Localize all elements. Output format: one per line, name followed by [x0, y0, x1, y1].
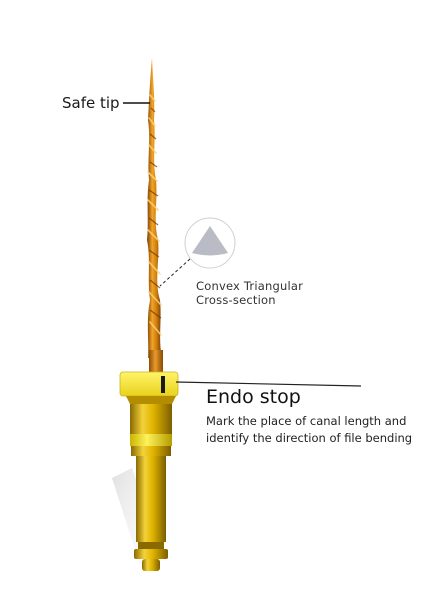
handle-body-lower: [131, 446, 171, 456]
endo-stop-marker: [161, 376, 165, 393]
blade-dark-grooves: [148, 107, 162, 319]
handle-body-upper: [130, 404, 172, 434]
file-shank: [149, 350, 163, 376]
cross-section-label-line2: Cross-section: [196, 293, 276, 307]
handle-color-band: [130, 434, 172, 446]
safe-tip-label: Safe tip: [62, 94, 120, 112]
file-blade: [147, 58, 162, 358]
handle-neck: [136, 456, 166, 542]
endo-stop-leader-line: [175, 381, 362, 387]
endo-stop-ring: [119, 371, 179, 397]
cross-section-leader-line: [159, 258, 191, 287]
endo-stop-description-line2: identify the direction of file bending: [206, 431, 413, 445]
handle-collar: [126, 396, 176, 404]
endo-stop-title: Endo stop: [206, 386, 301, 408]
convex-triangle-icon: [192, 226, 228, 256]
cross-section-label-line1: Convex Triangular: [196, 279, 304, 293]
handle-tip: [142, 559, 160, 571]
endo-stop-description-line1: Mark the place of canal length and: [206, 414, 407, 428]
handle-groove: [138, 542, 164, 549]
handle-latch: [134, 549, 168, 559]
blade-flutes: [147, 94, 162, 336]
